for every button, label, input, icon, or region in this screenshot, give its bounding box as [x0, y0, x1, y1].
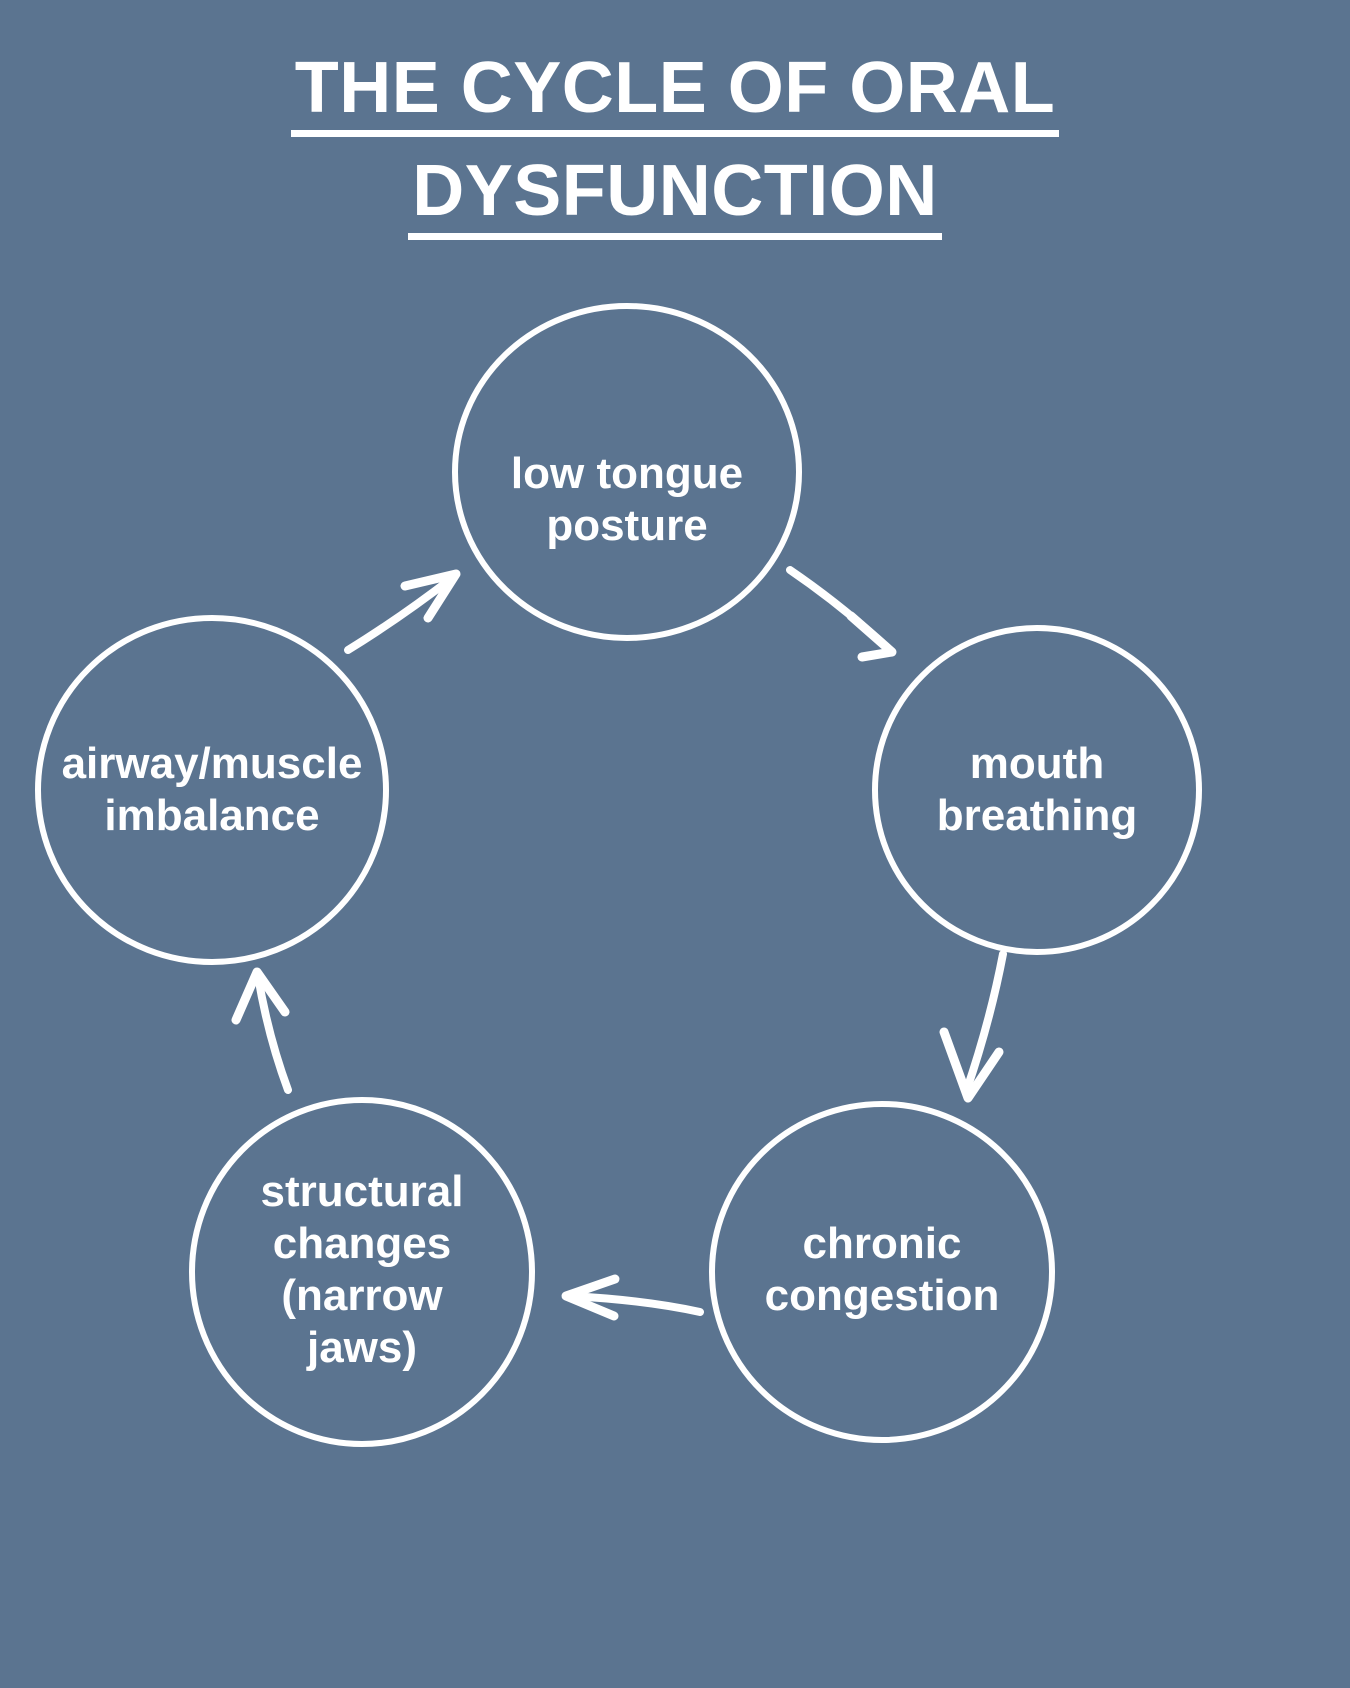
edge-airway-muscle-imbalance-to-low-tongue-posture: [344, 569, 461, 654]
edge-structural-changes-to-airway-muscle-imbalance: [231, 967, 292, 1094]
page-title-line-2: DYSFUNCTION: [408, 155, 942, 240]
edge-chronic-congestion-to-structural-changes: [561, 1274, 704, 1321]
edge-mouth-breathing-to-chronic-congestion: [939, 950, 1007, 1103]
node-circle-chronic-congestion: [709, 1101, 1055, 1443]
page-title: THE CYCLE OF ORAL DYSFUNCTION: [0, 52, 1350, 258]
node-circle-structural-changes: [189, 1097, 535, 1447]
edge-low-tongue-posture-to-mouth-breathing: [786, 566, 897, 662]
node-circle-mouth-breathing: [872, 625, 1202, 955]
node-circle-low-tongue-posture: [452, 303, 802, 641]
node-circle-airway-muscle-imbalance: [35, 615, 389, 965]
page-title-line-1: THE CYCLE OF ORAL: [290, 52, 1060, 137]
